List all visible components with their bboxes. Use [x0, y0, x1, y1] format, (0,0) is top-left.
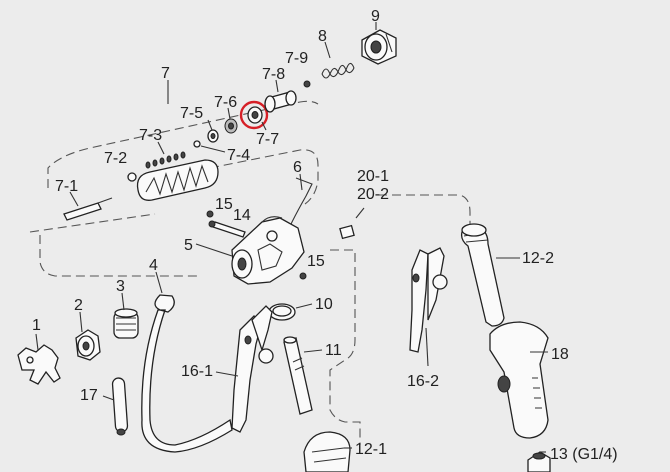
label-11: 11 [325, 342, 342, 359]
label-7-1: 7-1 [55, 178, 78, 195]
label-5: 5 [184, 237, 193, 254]
label-7-7: 7-7 [256, 131, 279, 148]
label-7-8: 7-8 [262, 66, 285, 83]
label-1: 1 [32, 317, 41, 334]
part-8-spring [321, 62, 355, 79]
part-14-pin [208, 220, 246, 238]
part-16-2-trigger [409, 247, 448, 353]
part-7-7-seal [239, 100, 269, 130]
part-3-filter [113, 308, 139, 339]
label-16-1: 16-1 [181, 363, 213, 380]
label-20-2: 20-2 [357, 186, 389, 203]
label-7-5: 7-5 [180, 105, 203, 122]
label-7-2: 7-2 [104, 150, 127, 167]
label-7-9: 7-9 [285, 50, 308, 67]
part-15-screw-upper [206, 210, 214, 218]
label-16-2: 16-2 [407, 373, 439, 390]
part-10-oring [268, 303, 296, 321]
part-1-shape [17, 344, 61, 385]
label-7: 7 [161, 65, 170, 82]
part-15-screw-lower [299, 272, 307, 280]
part-2-nut [75, 329, 101, 361]
label-18: 18 [551, 346, 569, 363]
part-12-1-handle [303, 431, 351, 472]
part-13-fitting [527, 451, 551, 472]
label-14: 14 [233, 207, 251, 224]
label-7-4: 7-4 [227, 147, 250, 164]
part-12-2-handle [460, 223, 505, 327]
gun-outline [29, 149, 471, 445]
label-7-6: 7-6 [214, 94, 237, 111]
highlight-ring [239, 100, 269, 130]
label-20-1: 20-1 [357, 168, 389, 185]
part-7-2-washer [127, 172, 137, 182]
label-9: 9 [371, 8, 380, 25]
assembly-outline [47, 100, 319, 188]
part-5-gun-body [231, 216, 305, 285]
part-18-grip [489, 321, 549, 439]
part-11-tube [283, 336, 313, 415]
label-10: 10 [315, 296, 333, 313]
part-7-8-housing [264, 90, 297, 113]
part-7-6-seat [224, 118, 238, 134]
part-7-9-ball [303, 80, 311, 88]
label-12-1: 12-1 [355, 441, 387, 458]
part-16-1-trigger [231, 305, 274, 433]
label-15-upper: 15 [215, 196, 233, 213]
label-4: 4 [149, 257, 158, 274]
label-15-lower: 15 [307, 253, 325, 270]
label-13: 13 (G1/4) [550, 446, 618, 463]
label-7-3: 7-3 [139, 127, 162, 144]
part-7-4-ball [193, 140, 201, 148]
part-17-pin [111, 377, 129, 436]
label-12-2: 12-2 [522, 250, 554, 267]
label-3: 3 [116, 278, 125, 295]
part-7-5-nut [207, 129, 219, 143]
part-20-plate [339, 224, 355, 240]
label-6: 6 [293, 159, 302, 176]
part-4-hanger [141, 294, 233, 453]
label-17: 17 [80, 387, 98, 404]
label-2: 2 [74, 297, 83, 314]
label-8: 8 [318, 28, 327, 45]
part-7-3-packings [136, 151, 219, 201]
part-9-cap [361, 29, 397, 65]
part-7-1-needle [63, 197, 113, 221]
